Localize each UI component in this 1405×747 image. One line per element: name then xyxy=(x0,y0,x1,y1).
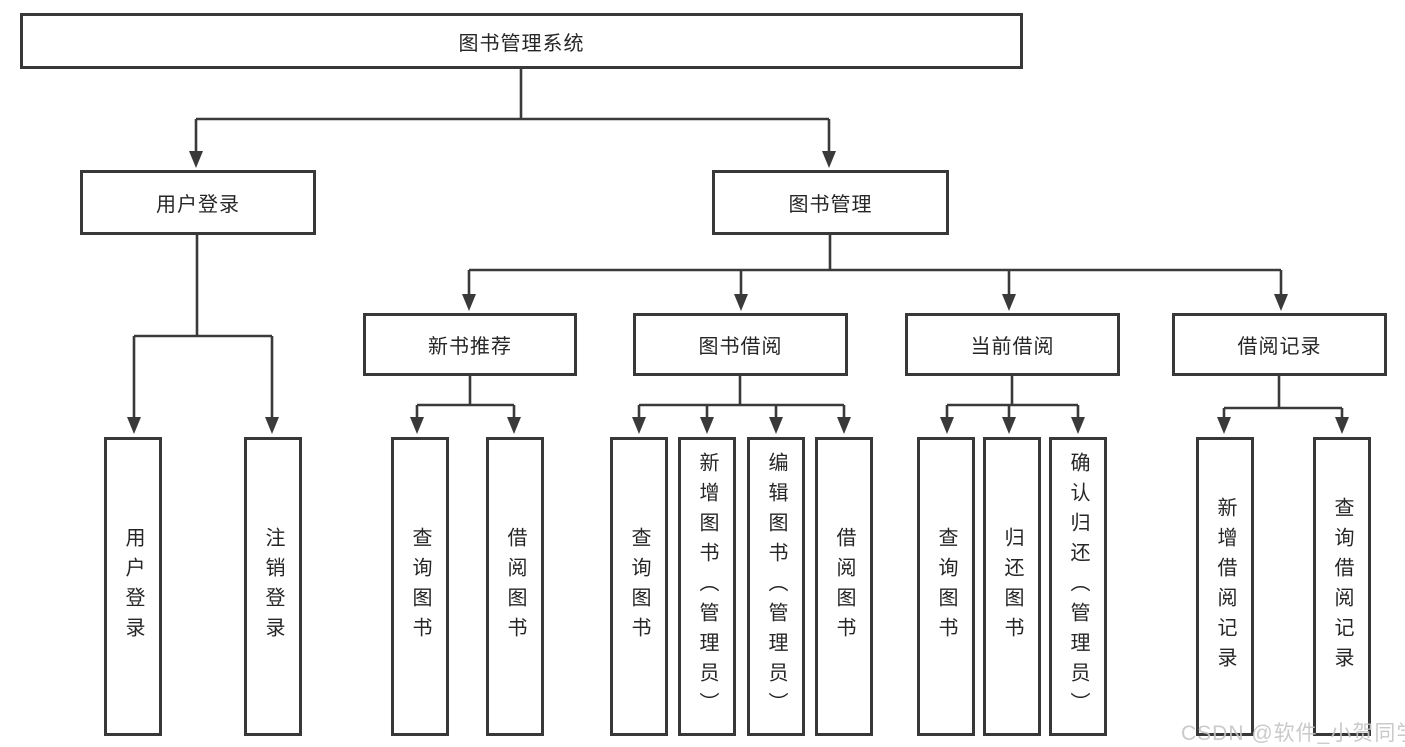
arrowhead-icon xyxy=(734,294,748,311)
connector-group-user-login xyxy=(132,235,274,419)
leaf-edit-books-admin: 编辑图书（管理员） xyxy=(747,437,805,736)
arrowhead-icon xyxy=(1335,417,1349,434)
leaf-query-books-current: 查询图书 xyxy=(917,437,975,736)
arrowhead-icon xyxy=(940,417,954,434)
arrowheads-group xyxy=(127,151,1349,434)
node-library-management-system: 图书管理系统 xyxy=(20,13,1023,69)
node-new-book-recommend: 新书推荐 xyxy=(363,313,577,376)
leaf-user-login: 用户登录 xyxy=(104,437,162,736)
leaf-confirm-return-admin: 确认归还（管理员） xyxy=(1049,437,1107,736)
arrowhead-icon xyxy=(127,417,141,434)
connector-group-root xyxy=(194,69,831,153)
arrowhead-icon xyxy=(1217,417,1231,434)
arrowhead-icon xyxy=(410,417,424,434)
arrowhead-icon xyxy=(837,417,851,434)
arrowhead-icon xyxy=(1274,294,1288,311)
connector-group-book-borrow xyxy=(637,375,846,419)
leaf-logout: 注销登录 xyxy=(244,437,302,736)
node-borrow-records: 借阅记录 xyxy=(1172,313,1387,376)
connector-group-current-borrow xyxy=(945,375,1080,419)
arrowhead-icon xyxy=(1002,417,1016,434)
arrowhead-icon xyxy=(462,294,476,311)
connector-group-borrow-records xyxy=(1222,375,1344,419)
leaf-query-books-recommend: 查询图书 xyxy=(391,437,449,736)
arrowhead-icon xyxy=(1002,294,1016,311)
node-book-management: 图书管理 xyxy=(712,170,949,235)
node-book-borrow: 图书借阅 xyxy=(633,313,848,376)
node-user-login: 用户登录 xyxy=(80,170,316,235)
arrowhead-icon xyxy=(822,151,836,168)
node-current-borrow: 当前借阅 xyxy=(905,313,1120,376)
leaf-query-books-borrow: 查询图书 xyxy=(610,437,668,736)
leaf-add-books-admin: 新增图书（管理员） xyxy=(678,437,736,736)
leaf-return-books: 归还图书 xyxy=(983,437,1041,736)
arrowhead-icon xyxy=(700,417,714,434)
arrowhead-icon xyxy=(189,151,203,168)
arrowhead-icon xyxy=(265,417,279,434)
leaf-add-borrow-record: 新增借阅记录 xyxy=(1196,437,1254,736)
arrowhead-icon xyxy=(1071,417,1085,434)
leaf-query-borrow-record: 查询借阅记录 xyxy=(1313,437,1371,736)
leaf-borrow-books-recommend: 借阅图书 xyxy=(486,437,544,736)
connector-group-new-book-recommend xyxy=(415,375,516,419)
arrowhead-icon xyxy=(769,417,783,434)
leaf-borrow-books-borrow: 借阅图书 xyxy=(815,437,873,736)
arrowhead-icon xyxy=(632,417,646,434)
connector-group-book-management xyxy=(467,235,1283,296)
arrowhead-icon xyxy=(507,417,521,434)
watermark: CSDN @软件_小贺同学 xyxy=(1181,722,1405,745)
